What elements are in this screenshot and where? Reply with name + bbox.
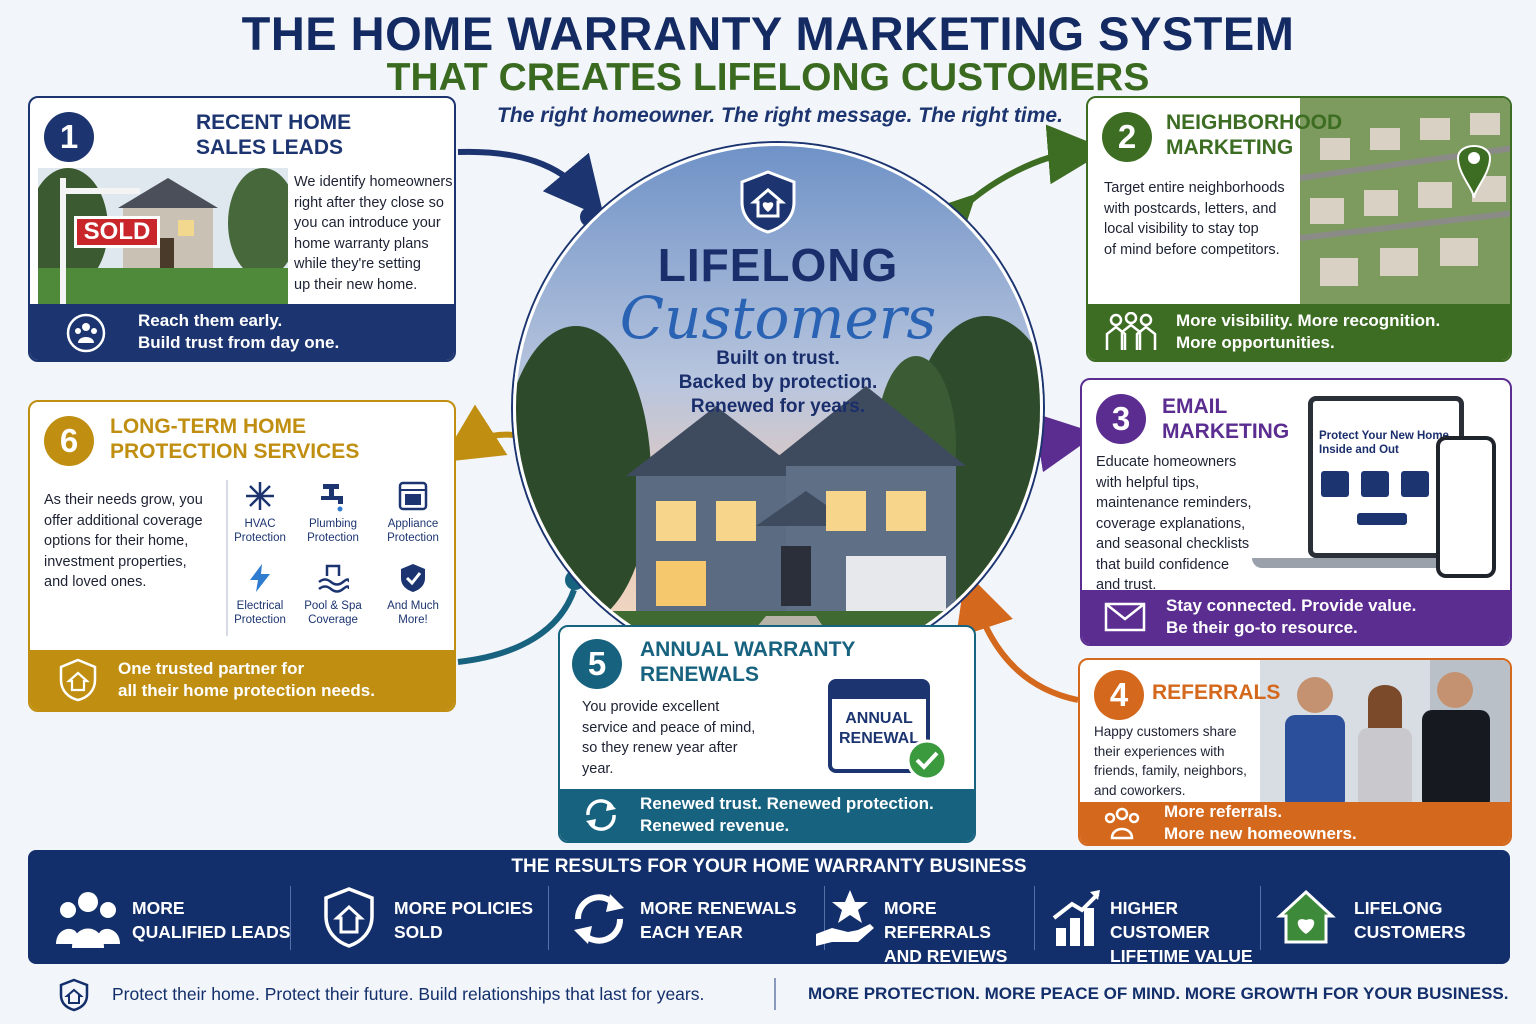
card-title: ANNUAL WARRANTY RENEWALS xyxy=(640,638,856,686)
envelope-icon xyxy=(1104,602,1146,632)
shield-home-footer-icon xyxy=(59,978,89,1012)
card-footer: Stay connected. Provide value. Be their … xyxy=(1082,590,1510,644)
card-body: As their needs grow, you offer additiona… xyxy=(44,492,203,590)
center-script-title: Customers xyxy=(619,284,937,352)
card-title: EMAIL MARKETING xyxy=(1162,395,1290,443)
card-body: We identify homeowners right after they … xyxy=(294,174,453,293)
people-circle-icon xyxy=(66,313,106,353)
oven-icon xyxy=(398,481,428,511)
laptop-base xyxy=(1252,558,1478,568)
arrow-5 xyxy=(457,588,577,665)
separator xyxy=(1260,886,1261,950)
arrow-6 xyxy=(440,404,521,463)
results-title: THE RESULTS FOR YOUR HOME WARRANTY BUSIN… xyxy=(511,856,1027,877)
sold-sign: SOLD xyxy=(74,216,160,248)
card-body: Target entire neighborhoods with postcar… xyxy=(1104,180,1285,258)
card-footer: Reach them early. Build trust from day o… xyxy=(30,304,454,360)
arrow-1 xyxy=(457,148,605,219)
separator xyxy=(824,886,825,950)
separator xyxy=(1034,886,1035,950)
snowflake-icon xyxy=(246,482,274,510)
refresh-icon xyxy=(586,799,616,831)
footer-right-text: MORE PROTECTION. MORE PEACE OF MIND. MOR… xyxy=(808,984,1509,1003)
tagline: The right homeowner. The right message. … xyxy=(497,104,1063,127)
card-recent-sales-leads: 1 RECENT HOME SALES LEADS SOLD We identi… xyxy=(28,96,456,362)
faucet-icon xyxy=(321,484,343,512)
card-footer: More visibility. More recognition. More … xyxy=(1088,304,1510,360)
step-number: 2 xyxy=(1102,112,1152,162)
wave-icon xyxy=(318,564,351,593)
group-icon xyxy=(1104,807,1140,840)
center-title: LIFELONG xyxy=(657,239,899,291)
card-long-term-protection: 6 LONG-TERM HOME PROTECTION SERVICES As … xyxy=(28,400,456,712)
step-number: 3 xyxy=(1096,394,1146,444)
card-body: Happy customers share their experiences … xyxy=(1094,724,1247,798)
separator xyxy=(290,886,291,950)
arrow-2 xyxy=(912,124,1108,258)
step-number: 6 xyxy=(44,416,94,466)
separator xyxy=(548,886,549,950)
hand-star-icon xyxy=(816,890,874,946)
main-subtitle: THAT CREATES LIFELONG CUSTOMERS xyxy=(386,56,1150,99)
center-subtext: Built on trust. Backed by protection. Re… xyxy=(678,348,878,417)
happy-customers-illustration xyxy=(1260,660,1510,810)
card-title: RECENT HOME SALES LEADS xyxy=(196,111,352,159)
heart-home-icon xyxy=(1276,889,1336,944)
card-body: You provide excellent service and peace … xyxy=(582,699,756,777)
community-houses-icon xyxy=(1105,312,1157,350)
footer-divider xyxy=(774,978,776,1010)
people-icon xyxy=(56,892,120,948)
arrow-4 xyxy=(956,571,1079,703)
card-footer: Renewed trust. Renewed protection. Renew… xyxy=(560,789,974,841)
card-title: REFERRALS xyxy=(1152,681,1281,704)
shield-home-icon xyxy=(59,658,97,702)
card-email-marketing: 3 EMAIL MARKETING Educate homeowners wit… xyxy=(1080,378,1512,646)
shield-home-logo-icon xyxy=(740,170,796,234)
check-circle-icon xyxy=(906,739,948,781)
refresh-icon xyxy=(574,894,624,944)
step-number: 5 xyxy=(572,639,622,689)
card-body: Educate homeowners with helpful tips, ma… xyxy=(1096,454,1252,593)
phone-mockup xyxy=(1436,436,1496,578)
bolt-icon xyxy=(250,564,270,592)
card-annual-renewals: 5 ANNUAL WARRANTY RENEWALS You provide e… xyxy=(558,625,976,843)
shield-home-icon xyxy=(324,887,374,948)
main-title: THE HOME WARRANTY MARKETING SYSTEM xyxy=(241,7,1295,60)
card-footer: More referrals. More new homeowners. xyxy=(1080,802,1510,844)
card-neighborhood-marketing: 2 NEIGHBORHOOD MARKETING Target entire n… xyxy=(1086,96,1512,362)
growth-chart-icon xyxy=(1052,890,1100,946)
divider xyxy=(226,480,228,636)
laptop-mockup: Protect Your New Home Inside and Out xyxy=(1308,396,1464,558)
card-referrals: 4 REFERRALS Happy customers share their … xyxy=(1078,658,1512,846)
step-number: 1 xyxy=(44,112,94,162)
card-footer: One trusted partner for all their home p… xyxy=(30,650,454,710)
card-title: LONG-TERM HOME PROTECTION SERVICES xyxy=(110,415,360,463)
footer-left-text: Protect their home. Protect their future… xyxy=(112,984,705,1004)
neighborhood-aerial-illustration xyxy=(1300,98,1510,306)
step-number: 4 xyxy=(1094,670,1144,720)
shield-check-icon xyxy=(401,564,425,592)
results-bar: THE RESULTS FOR YOUR HOME WARRANTY BUSIN… xyxy=(28,850,1510,966)
card-title: NEIGHBORHOOD MARKETING xyxy=(1166,111,1343,159)
